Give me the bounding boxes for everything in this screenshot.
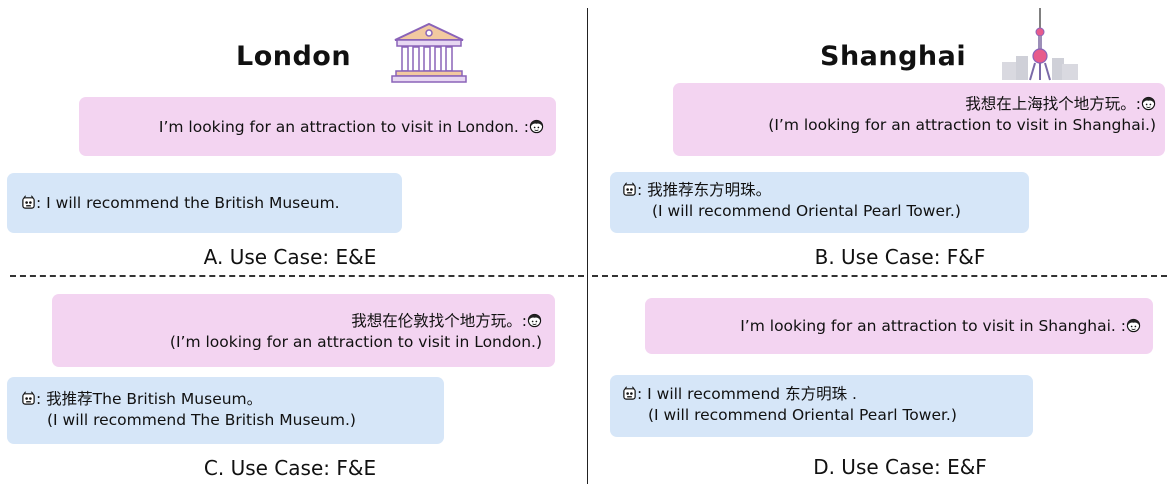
- user-text-b-2: (I’m looking for an attraction to visit …: [768, 116, 1156, 134]
- horizontal-divider-right: [592, 275, 1167, 277]
- user-message-a: I’m looking for an attraction to visit i…: [79, 97, 556, 156]
- girl-face-icon: [529, 119, 544, 134]
- bot-message-c: : 我推荐The British Museum。 (I will recomme…: [7, 377, 444, 444]
- bot-message-a: : I will recommend the British Museum.: [7, 173, 402, 233]
- caption-a: A. Use Case: E&E: [203, 245, 377, 269]
- girl-face-icon: [1126, 318, 1141, 333]
- bot-text-a: : I will recommend the British Museum.: [36, 194, 340, 212]
- robot-face-icon: [22, 391, 35, 405]
- pearl-tower-icon: [1000, 8, 1080, 82]
- bot-text-b-2: (I will recommend Oriental Pearl Tower.): [652, 202, 961, 220]
- title-london: London: [236, 41, 352, 72]
- bot-message-d: : I will recommend 东方明珠 . (I will recomm…: [610, 375, 1033, 437]
- girl-face-icon: [527, 313, 542, 328]
- user-message-c: 我想在伦敦找个地方玩。: (I’m looking for an attract…: [52, 294, 555, 367]
- bot-text-c-2: (I will recommend The British Museum.): [47, 411, 356, 429]
- title-shanghai: Shanghai: [820, 41, 967, 72]
- vertical-divider: [587, 8, 588, 484]
- user-message-d: I’m looking for an attraction to visit i…: [645, 298, 1153, 354]
- caption-b: B. Use Case: F&F: [814, 245, 986, 269]
- user-text-c-1: 我想在伦敦找个地方玩。:: [351, 312, 527, 330]
- bot-message-b: : 我推荐东方明珠。 (I will recommend Oriental Pe…: [610, 172, 1029, 233]
- girl-face-icon: [1141, 96, 1156, 111]
- robot-face-icon: [22, 195, 35, 209]
- user-text-b-1: 我想在上海找个地方玩。:: [965, 95, 1141, 113]
- robot-face-icon: [623, 386, 636, 400]
- robot-face-icon: [623, 182, 636, 196]
- user-text-d: I’m looking for an attraction to visit i…: [740, 317, 1126, 335]
- user-text-c-2: (I’m looking for an attraction to visit …: [169, 333, 542, 351]
- bot-text-d-1: : I will recommend 东方明珠 .: [637, 385, 857, 403]
- museum-icon: [389, 20, 469, 84]
- horizontal-divider-left: [10, 275, 584, 277]
- caption-d: D. Use Case: E&F: [813, 455, 987, 479]
- caption-c: C. Use Case: F&E: [203, 456, 377, 480]
- bot-text-b-1: : 我推荐东方明珠。: [637, 181, 772, 199]
- user-message-b: 我想在上海找个地方玩。: (I’m looking for an attract…: [673, 83, 1165, 156]
- bot-text-d-2: (I will recommend Oriental Pearl Tower.): [648, 406, 957, 424]
- user-text-a: I’m looking for an attraction to visit i…: [158, 118, 529, 136]
- bot-text-c-1: : 我推荐The British Museum。: [36, 390, 263, 408]
